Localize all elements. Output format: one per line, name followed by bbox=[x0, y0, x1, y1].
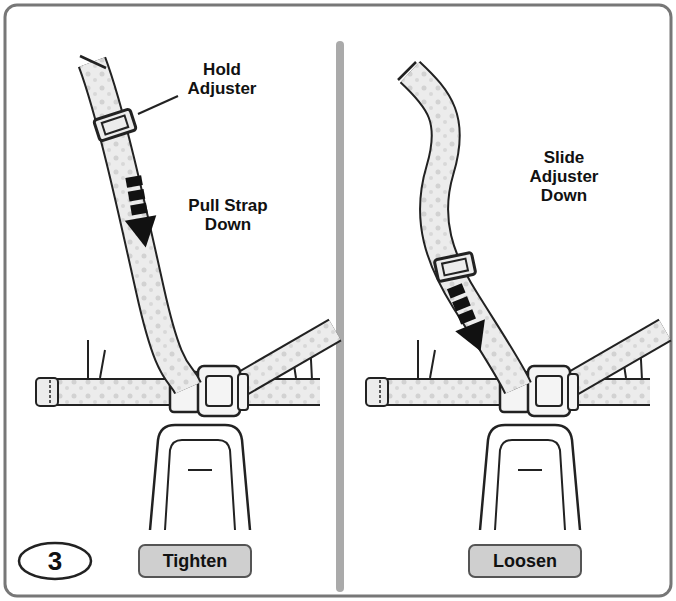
callout-label: Slide Adjuster Down bbox=[522, 148, 606, 205]
callout-label: Pull Strap Down bbox=[181, 196, 275, 234]
step-label: Loosen bbox=[493, 551, 557, 572]
label-box: Loosen bbox=[468, 544, 582, 578]
callout-label: Hold Adjuster bbox=[180, 60, 264, 98]
step-number: 3 bbox=[48, 546, 62, 577]
label-box: Tighten bbox=[138, 544, 252, 578]
step-number-oval: 3 bbox=[17, 541, 93, 581]
step-label: Tighten bbox=[163, 551, 228, 572]
